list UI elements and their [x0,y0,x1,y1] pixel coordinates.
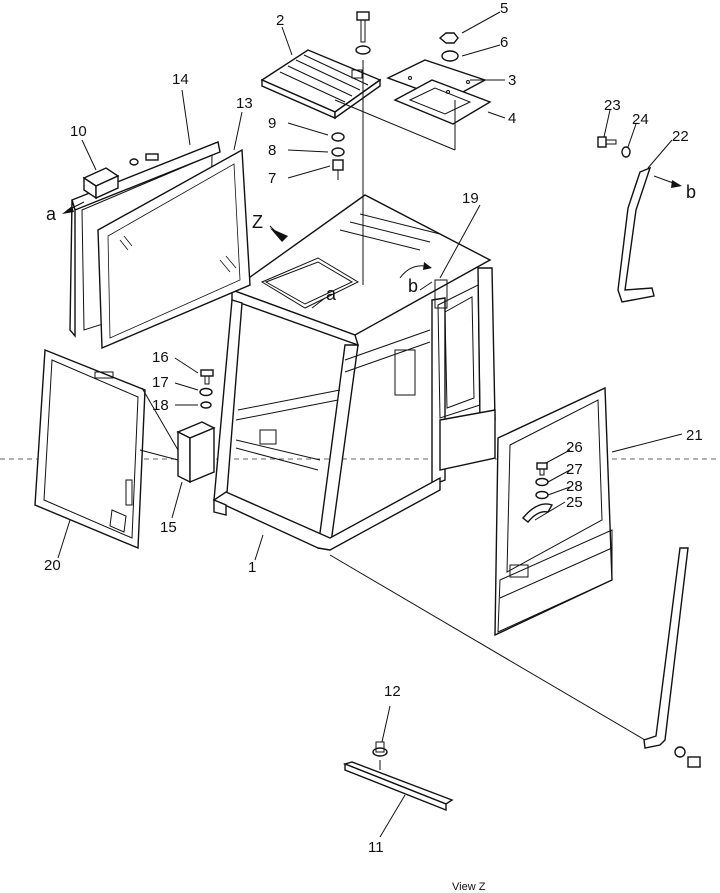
view-caption: View Z [452,881,486,893]
reference-arrows [62,175,682,291]
part-label-24: 24 [632,111,649,128]
bracket-10 [82,153,159,200]
part-label-13: 13 [236,95,253,112]
vent-plates [386,59,492,125]
part-label-7: 7 [268,170,276,187]
bolt-23-washer-24 [597,136,631,158]
part-label-27: 27 [566,461,583,478]
bolt-12 [372,741,388,757]
part-label-11: 11 [368,839,384,856]
box-15 [176,421,216,484]
part-label-12: 12 [384,683,401,700]
part-label-15: 15 [160,519,177,536]
top-bolt [355,11,371,55]
guide-line [334,99,456,151]
part-label-6: 6 [500,34,508,51]
front-window [34,348,146,550]
handrail-22 [617,166,655,303]
ref-marker-b-right: b [686,182,696,202]
part-label-4: 4 [508,110,516,127]
fasteners-26-28 [535,462,549,500]
leader-lines [57,11,683,838]
part-label-26: 26 [566,439,583,456]
view-z-arrow-icon [269,225,288,242]
part-label-17: 17 [152,374,169,391]
nut-5-6 [438,32,459,62]
part-label-25: 25 [566,494,583,511]
part-label-28: 28 [566,478,583,495]
ref-marker-b-cab: b [408,276,418,296]
cab-frame [212,194,496,551]
part-label-22: 22 [672,128,689,145]
handrail-long [329,547,701,768]
part-label-20: 20 [44,557,61,574]
part-label-10: 10 [70,123,87,140]
part-labels: 2 5 6 3 4 9 8 7 10 14 13 16 17 18 15 20 … [44,0,703,893]
right-door [494,386,613,637]
part-label-2: 2 [276,12,284,29]
part-label-5: 5 [500,0,508,17]
part-label-8: 8 [268,142,276,159]
ref-marker-a-roof: a [326,284,337,304]
view-z-label: Z [252,212,263,232]
part-label-21: 21 [686,427,703,444]
part-label-1: 1 [248,559,256,576]
roof-hatch [260,49,382,120]
fasteners-7-9 [331,132,345,171]
part-label-3: 3 [508,72,516,89]
part-label-14: 14 [172,71,189,88]
ref-marker-a-left: a [46,204,57,224]
part-label-9: 9 [268,115,276,132]
bar-11 [342,760,454,812]
part-label-16: 16 [152,349,169,366]
part-label-18: 18 [152,397,169,414]
part-label-19: 19 [462,190,479,207]
fasteners-16-18 [199,369,214,409]
part-label-23: 23 [604,97,621,114]
